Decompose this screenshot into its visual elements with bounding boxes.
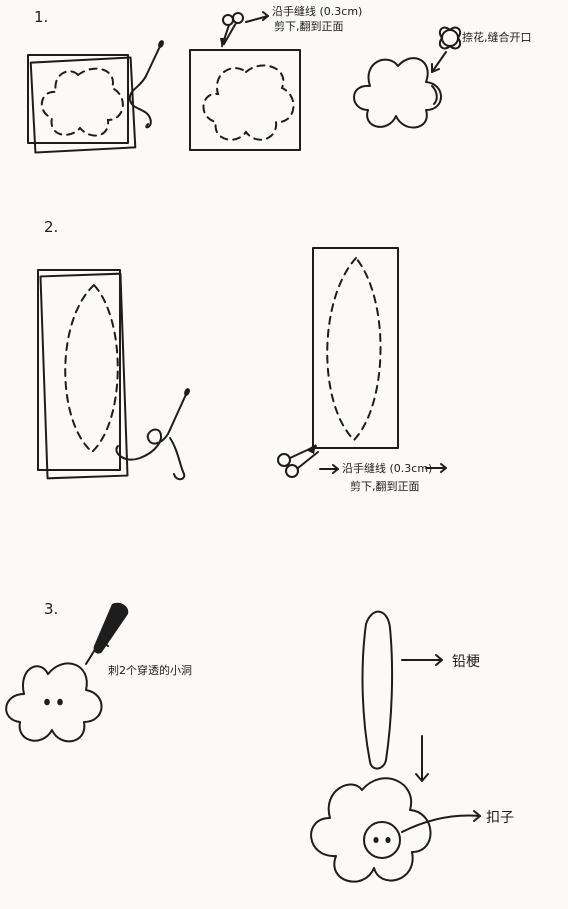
step2-fabric-stack: [37, 269, 129, 480]
step-number-2: 2.: [44, 218, 59, 236]
step3-finished-flower: [310, 777, 432, 883]
step2-arrow-note: [319, 463, 447, 474]
step2-needle-thread: [115, 388, 190, 481]
step3-stem-label: 铅梗: [452, 654, 480, 670]
step3-down-arrow: [415, 735, 429, 782]
step1-needle-thread: [128, 40, 164, 129]
step-number-3: 3.: [44, 600, 59, 618]
awl-icon: [85, 602, 129, 665]
step1-cut-turn-note: 剪下,翻到正面: [274, 20, 344, 33]
scissors-icon-2: [277, 444, 319, 478]
step2-cut-strip: [312, 247, 399, 449]
step1-close-note: 捺花,缝合开口: [462, 31, 532, 44]
step3-flower-holes: [5, 662, 103, 743]
step1-seam-note: 沿手缝线 (0.3cm): [272, 5, 363, 18]
scissors-icon-1: [220, 12, 244, 48]
step1-arrow-note: [245, 11, 269, 23]
step3-button-label: 扣子: [486, 810, 514, 826]
step1-fabric-stack: [27, 54, 137, 154]
step1-cut-square: [189, 49, 301, 151]
step2-cut-turn-note: 剪下,翻到正面: [350, 480, 420, 493]
step3-stem: [361, 610, 394, 770]
step1-flower: [353, 26, 462, 129]
step3-stem-arrow: [401, 654, 443, 666]
step2-seam-note: 沿手缝线 (0.3cm): [342, 462, 433, 475]
step3-poke-note: 刺2个穿透的小洞: [108, 664, 192, 677]
step-number-1: 1.: [34, 8, 49, 26]
step3-button-arrow: [401, 810, 481, 833]
